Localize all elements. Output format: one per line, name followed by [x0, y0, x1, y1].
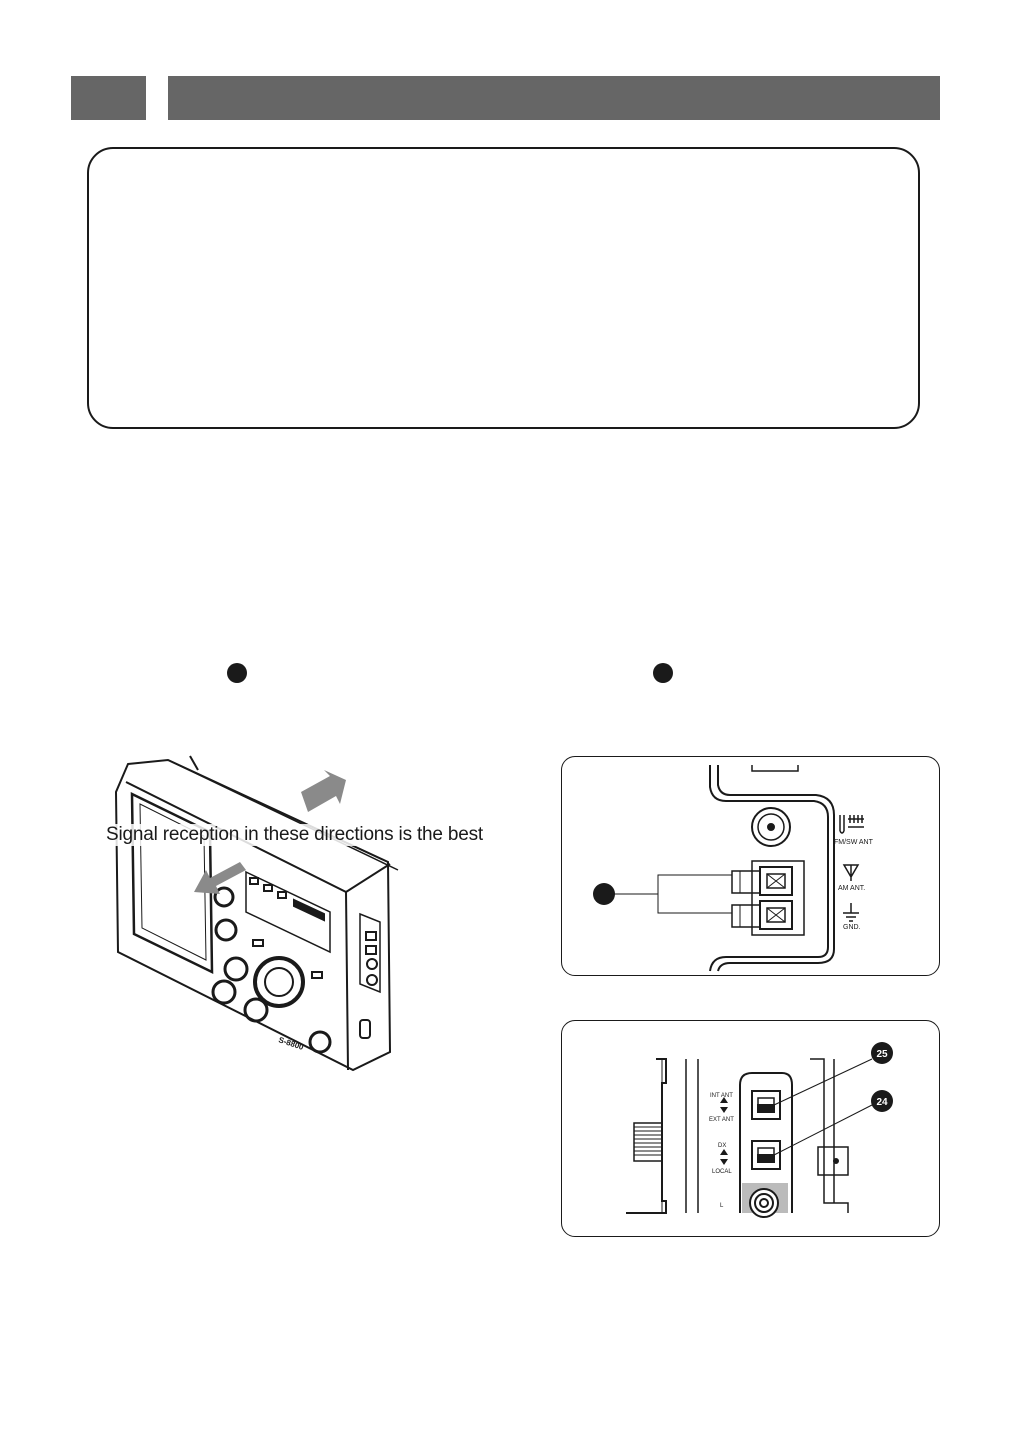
local-label: LOCAL [712, 1169, 732, 1175]
callout-dot-antenna [593, 883, 615, 905]
dx-label: DX [718, 1143, 726, 1149]
fm-sw-ant-label: FM/SW ANT [834, 839, 874, 846]
gnd-label: GND. [843, 924, 861, 931]
arrow-down-left-icon [194, 862, 246, 894]
callout-24-label: 24 [876, 1097, 888, 1108]
bullet-dot-right [653, 663, 673, 683]
callout-badge-24 [871, 1090, 893, 1112]
am-ant-label: AM ANT. [838, 885, 865, 892]
callout-badge-25 [871, 1042, 893, 1064]
callout-25-label: 25 [876, 1049, 888, 1060]
radio-drawing: S-8800 [114, 755, 399, 1072]
signal-direction-callout: Signal reception in these directions is … [104, 824, 485, 846]
note-box [87, 147, 920, 429]
antenna-switch-drawing: 25 24 INT ANT EXT ANT DX LOCAL L [626, 1042, 893, 1218]
antenna-terminal-drawing: FM/SW ANT AM ANT. GND. [593, 765, 874, 972]
arrow-up-right-icon [301, 770, 346, 812]
bullet-dot-left [227, 663, 247, 683]
antenna-terminal-panel: FM/SW ANT AM ANT. GND. [561, 756, 940, 976]
header-bar-right [168, 76, 940, 120]
header-bar-left [71, 76, 146, 120]
int-ant-label: INT ANT [710, 1093, 733, 1099]
radio-illustration: S-8800 [98, 752, 443, 1074]
l-channel-label: L [720, 1203, 724, 1209]
antenna-switch-panel: 25 24 INT ANT EXT ANT DX LOCAL L [561, 1020, 940, 1237]
ext-ant-label: EXT ANT [709, 1117, 734, 1123]
